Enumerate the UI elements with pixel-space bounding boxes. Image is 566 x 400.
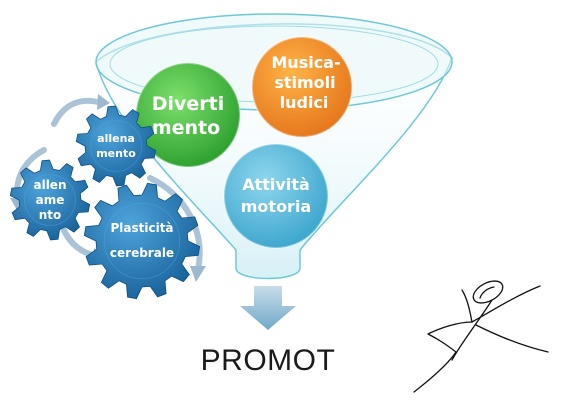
gear-allenamento-top-line-2: mento xyxy=(96,147,136,160)
gear-big-rim xyxy=(103,202,181,280)
bubble-musica: Musica- stimoli ludici xyxy=(251,36,353,138)
cycle-arrow-right xyxy=(147,175,203,273)
bubble-attivita-circle xyxy=(223,143,329,249)
bubble-divertimento: Diverti mento xyxy=(135,62,241,168)
gear-allenamento-left-line-2: ame xyxy=(36,193,65,207)
gear-allenamento-top-line-1: allena xyxy=(97,132,135,145)
gear-plasticita xyxy=(83,182,201,300)
cycle-arrow-top xyxy=(51,97,101,127)
bubble-attivita-line-1: Attività xyxy=(242,175,310,194)
gear-big-body xyxy=(83,182,201,300)
gear-allenamento-left xyxy=(9,159,91,241)
arrow-down-icon xyxy=(240,286,296,330)
arrowhead-icon xyxy=(97,94,110,110)
bubble-divertimento-line-1: Diverti xyxy=(152,93,225,115)
gear-left-body xyxy=(9,159,91,241)
bubble-musica-line-3: ludici xyxy=(280,93,329,112)
gear-allenamento-left-line-1: allen xyxy=(33,178,66,192)
gear-labels: allena mento allen ame nto Plasticità ce… xyxy=(33,132,174,260)
bubble-attivita-line-2: motoria xyxy=(241,197,311,216)
bubble-musica-line-1: Musica- xyxy=(271,53,340,72)
gear-top-rim xyxy=(90,120,142,172)
runner-sketch-icon xyxy=(413,280,549,393)
gear-plasticita-line-1: Plasticità xyxy=(110,221,173,235)
bubble-musica-line-2: stimoli xyxy=(274,73,335,92)
gear-left-rim xyxy=(24,174,76,226)
gear-plasticita-line-2: cerebrale xyxy=(110,246,174,260)
arrowhead-icon xyxy=(190,266,206,282)
gear-allenamento-left-line-3: nto xyxy=(39,208,62,222)
output-label: PROMOT xyxy=(201,344,336,377)
bubble-attivita: Attività motoria xyxy=(223,143,329,249)
gear-top-body xyxy=(75,105,157,187)
bubble-divertimento-line-2: mento xyxy=(152,117,220,139)
bubble-musica-circle xyxy=(251,36,353,138)
gear-allenamento-top xyxy=(75,105,157,187)
